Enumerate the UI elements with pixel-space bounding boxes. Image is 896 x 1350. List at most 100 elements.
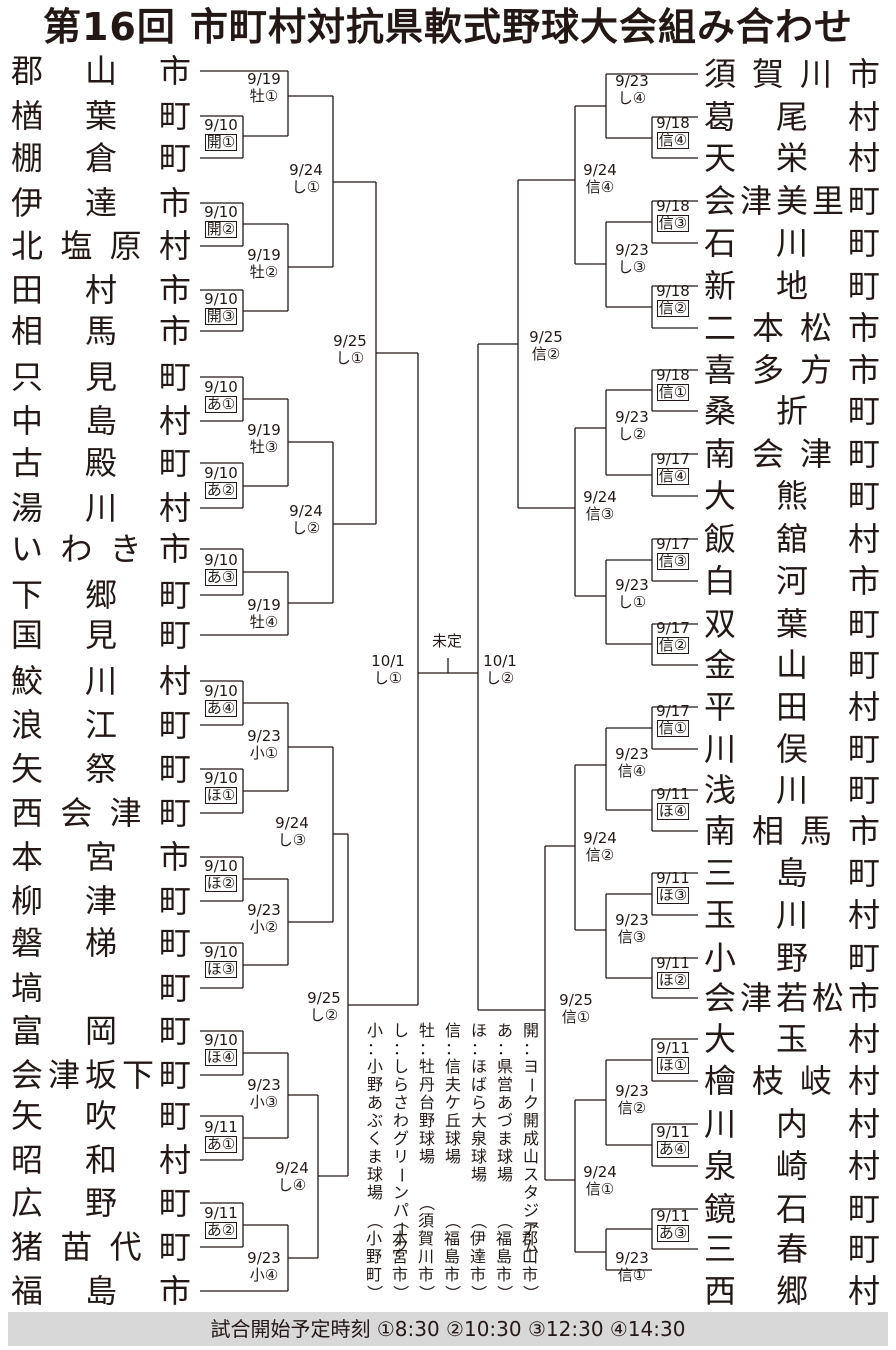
team-name: 石川町 xyxy=(703,224,880,262)
match-venue: ほ② xyxy=(204,874,238,892)
team-name: 古殿町 xyxy=(10,444,191,482)
match-date: 9/10 xyxy=(204,551,238,569)
match-date: 9/10 xyxy=(204,1031,238,1049)
team-name: 平田村 xyxy=(703,688,880,726)
match-venue: 信④ xyxy=(585,178,615,196)
team-name: 会津若松市 xyxy=(703,979,880,1017)
match-date: 9/17 xyxy=(656,535,690,553)
match-venue: 信③ xyxy=(656,214,690,232)
team-name: 双葉町 xyxy=(703,605,880,643)
match-date: 9/24 xyxy=(275,814,309,832)
team-name: 南相馬市 xyxy=(703,812,880,850)
team-name: 塙町 xyxy=(10,969,191,1007)
match-venue: 小④ xyxy=(249,1266,279,1284)
match-venue: ほ④ xyxy=(656,802,690,820)
match-date: 9/24 xyxy=(583,1163,617,1181)
match-date: 9/25 xyxy=(529,328,563,346)
match-date: 9/10 xyxy=(204,290,238,308)
match-venue: あ① xyxy=(204,1135,238,1153)
team-name: 白河市 xyxy=(703,562,880,600)
match-venue: 信② xyxy=(585,846,615,864)
match-venue: 小① xyxy=(249,744,279,762)
match-date: 9/10 xyxy=(204,682,238,700)
match-venue: し① xyxy=(617,593,647,611)
match-venue: あ③ xyxy=(656,1224,690,1242)
match-venue: 開① xyxy=(204,133,238,151)
match-venue: あ④ xyxy=(204,699,238,717)
match-date: 9/23 xyxy=(615,241,649,259)
team-name: 南会津町 xyxy=(703,435,880,473)
match-date: 9/10 xyxy=(204,857,238,875)
team-name: 浪江町 xyxy=(10,706,191,744)
team-name: 国見町 xyxy=(10,616,191,654)
legend-city: （福島市） xyxy=(443,1212,463,1302)
team-name: 川俣町 xyxy=(703,730,880,768)
team-name: 棚倉町 xyxy=(10,139,191,177)
team-name: 西郷村 xyxy=(703,1272,880,1310)
start-times-footer: 試合開始予定時刻 ①8:30 ②10:30 ③12:30 ④14:30 xyxy=(8,1312,888,1346)
match-date: 10/1 xyxy=(371,652,405,670)
match-date: 9/11 xyxy=(656,1207,690,1225)
team-name: 檜枝岐村 xyxy=(703,1062,880,1100)
team-name: 福島市 xyxy=(10,1272,191,1310)
match-venue: 信② xyxy=(531,345,561,363)
team-name: 泉崎村 xyxy=(703,1147,880,1185)
team-name: 北塩原村 xyxy=(10,227,191,265)
match-date: 9/10 xyxy=(204,203,238,221)
match-venue: し② xyxy=(485,669,515,687)
match-venue: 牡② xyxy=(249,263,279,281)
match-date: 9/18 xyxy=(656,282,690,300)
page-title: 第16回 市町村対抗県軟式野球大会組み合わせ xyxy=(42,5,854,49)
match-venue: し② xyxy=(617,425,647,443)
match-date: 9/11 xyxy=(656,1039,690,1057)
match-venue: し③ xyxy=(617,258,647,276)
match-venue: 小② xyxy=(249,918,279,936)
team-name: 猪苗代町 xyxy=(10,1228,191,1266)
match-date: 9/24 xyxy=(583,829,617,847)
team-name: 大玉村 xyxy=(703,1020,880,1058)
team-name: 富岡町 xyxy=(10,1012,191,1050)
team-name: 浅川町 xyxy=(703,771,880,809)
match-venue: ほ② xyxy=(656,971,690,989)
match-venue: 信④ xyxy=(656,131,690,149)
match-venue: 信① xyxy=(561,1008,591,1026)
legend-city: （小野町） xyxy=(365,1212,385,1302)
match-venue: 開② xyxy=(204,220,238,238)
match-date: 9/24 xyxy=(583,161,617,179)
legend-entry: し：しらさわグリーンパーク（本宮市） xyxy=(391,1022,411,1302)
match-date: 9/10 xyxy=(204,943,238,961)
team-name: 鮫川村 xyxy=(10,662,191,700)
legend-venue: 小：小野あぶくま球場 xyxy=(366,1021,383,1202)
team-name: 磐梯町 xyxy=(10,924,191,962)
legend-venue: 牡：牡丹台野球場 xyxy=(418,1021,435,1166)
legend-city: （本宮市） xyxy=(391,1212,411,1302)
team-name: 柳津町 xyxy=(10,882,191,920)
team-name: 天栄村 xyxy=(703,139,880,177)
match-date: 9/10 xyxy=(204,769,238,787)
match-venue: し① xyxy=(291,178,321,196)
legend-venue: あ：県営あづま球場 xyxy=(496,1021,513,1184)
team-name: 鏡石町 xyxy=(703,1190,880,1228)
team-name: 三島町 xyxy=(703,854,880,892)
